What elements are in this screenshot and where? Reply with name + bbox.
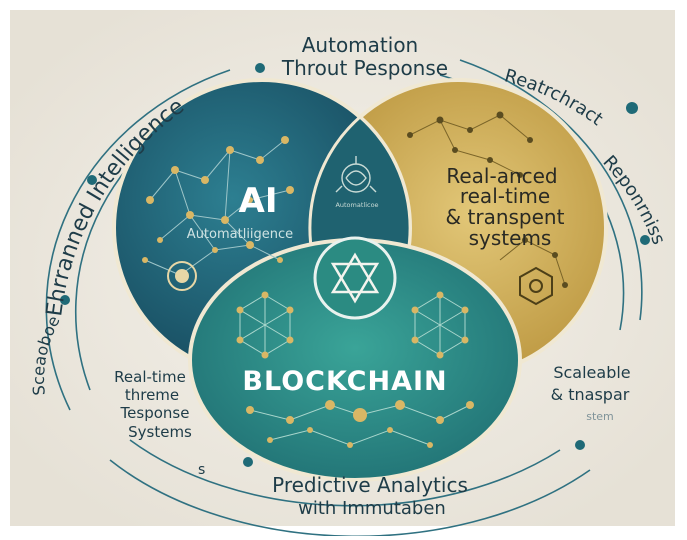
left-lower-line-4: Systems — [128, 423, 192, 441]
right-lower-line-2: & tnaspar — [551, 385, 630, 404]
bottom-small-label: s — [198, 462, 205, 478]
realtime-line-3: & transpent — [446, 205, 565, 229]
hexagon-icon — [519, 266, 553, 306]
top-label-line-1: Automation — [302, 33, 418, 57]
realtime-line-1: Real-anced — [446, 164, 557, 188]
overlap-label: Automatlicoe — [335, 201, 378, 209]
bottom-label-line-1: Predictive Analytics — [272, 473, 468, 497]
left-lower-line-2: threme — [125, 386, 179, 404]
right-lower-block: Scaleable & tnaspar stem — [551, 363, 631, 423]
ai-title: AI — [239, 181, 278, 221]
ai-subtitle: Automatliigence — [187, 227, 293, 242]
right-lower-line-1: Scaleable — [553, 363, 630, 382]
realtime-line-4: systems — [469, 226, 552, 250]
left-lower-line-3: Tesponse — [120, 404, 190, 422]
realtime-text: Real-anced real-time & transpent systems — [446, 164, 565, 250]
top-label: Automation Throut Pesponse — [281, 33, 448, 80]
realtime-nodes — [407, 111, 568, 288]
realtime-line-2: real-time — [460, 184, 550, 208]
brain-circuit-icon — [335, 156, 377, 193]
blockchain-title: BLOCKCHAIN — [242, 366, 447, 397]
top-label-line-2: Throut Pesponse — [281, 56, 448, 80]
orbit-dots — [60, 63, 650, 467]
bottom-label-line-2: with Immutaben — [298, 498, 446, 519]
ai-nodes — [142, 136, 294, 279]
blockchain-nodes — [236, 291, 474, 448]
star-of-david-icon — [313, 236, 397, 320]
left-lower-block: Real-time threme Tesponse Systems — [114, 368, 192, 441]
right-lower-line-3: stem — [586, 410, 614, 423]
left-lower-line-1: Real-time — [114, 368, 186, 386]
target-icon — [167, 261, 197, 291]
bottom-label: Predictive Analytics with Immutaben — [272, 473, 468, 519]
